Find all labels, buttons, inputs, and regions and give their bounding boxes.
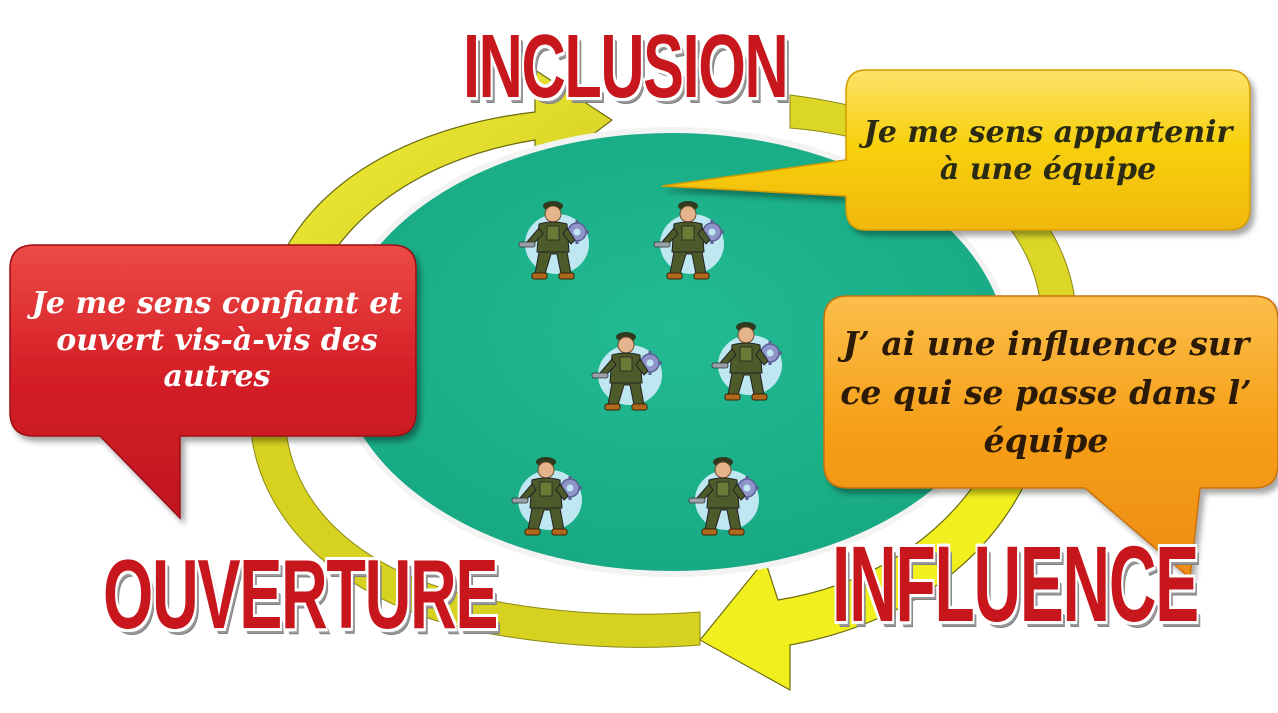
- bubble-open-label: Je me sens confiant et ouvert vis-à-vis …: [31, 286, 403, 395]
- cycle-arrow-top: [261, 68, 614, 331]
- mechanic-worker-icon: [708, 315, 788, 403]
- bubble-text-open: Je me sens confiant et ouvert vis-à-vis …: [22, 258, 412, 424]
- mechanic-worker-icon: [588, 325, 668, 413]
- bubble-text-influence: J’ ai une influence sur ce qui se passe …: [830, 310, 1262, 476]
- bubble-belong-label: Je me sens appartenir à une équipe: [863, 114, 1233, 187]
- mechanic-worker-icon: [685, 450, 765, 538]
- mechanic-worker-icon: [515, 194, 595, 282]
- mechanic-worker-icon: [650, 194, 730, 282]
- label-influence: INFLUENCE: [832, 523, 1199, 644]
- label-inclusion: INCLUSION: [463, 17, 789, 117]
- speech-bubble-belong: [661, 69, 1251, 231]
- cycle-arrow-left-arc: [249, 419, 701, 648]
- label-ouverture: OUVERTURE: [103, 539, 499, 649]
- mechanic-worker-icon: [508, 450, 588, 538]
- bubble-text-belong: Je me sens appartenir à une équipe: [858, 84, 1238, 219]
- speech-bubble-influence: [823, 295, 1278, 580]
- speech-bubble-open: [9, 244, 417, 520]
- cycle-arrow-bottom: [699, 429, 1046, 692]
- bubble-influence-label: J’ ai une influence sur ce qui se passe …: [840, 323, 1252, 461]
